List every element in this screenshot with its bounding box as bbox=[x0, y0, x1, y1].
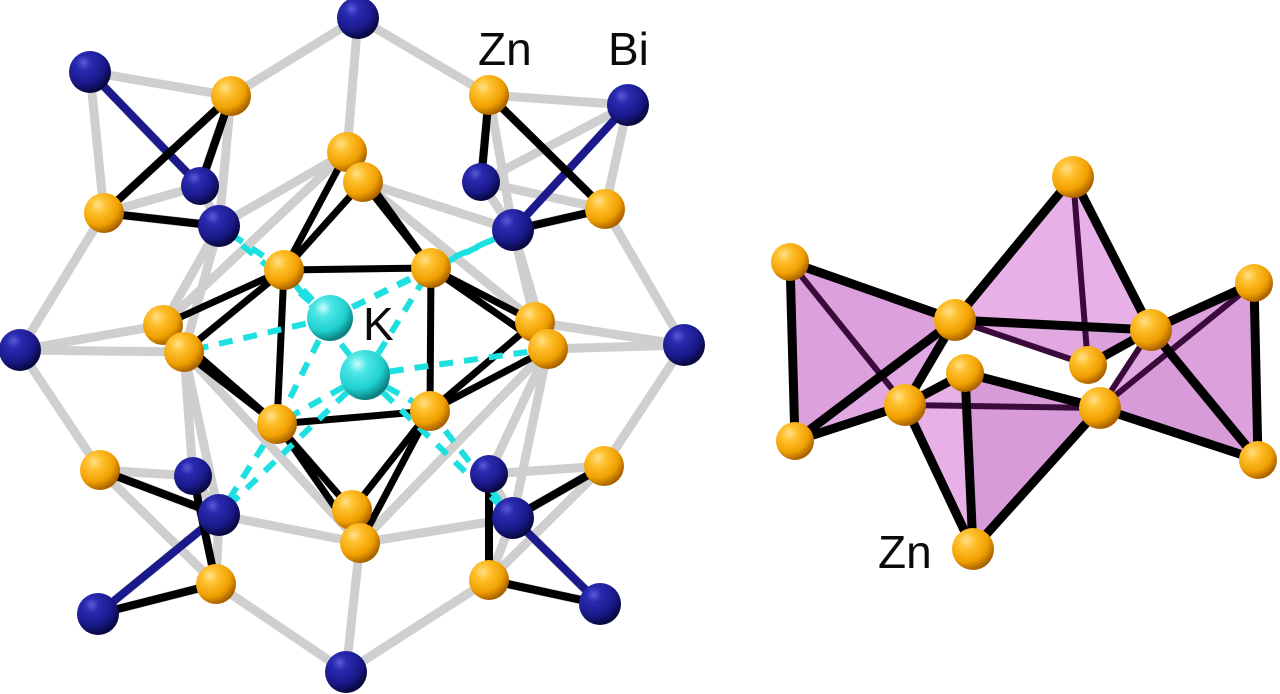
atom-zn bbox=[952, 528, 994, 570]
atom-zn bbox=[143, 305, 183, 345]
atom-zn bbox=[196, 564, 236, 604]
atom-zn bbox=[771, 243, 809, 281]
atom-zn bbox=[1239, 441, 1277, 479]
atom-zn bbox=[327, 132, 367, 172]
atom-zn bbox=[411, 248, 451, 288]
atom-k bbox=[307, 295, 353, 341]
atom-zn bbox=[340, 523, 380, 563]
atom-zn bbox=[343, 162, 383, 202]
atom-zn bbox=[1235, 264, 1273, 302]
atom-bi bbox=[69, 51, 111, 93]
atom-zn bbox=[164, 332, 204, 372]
tetra-back-edge-group bbox=[787, 174, 1257, 444]
atom-bi bbox=[607, 84, 649, 126]
atom-k bbox=[340, 350, 390, 400]
tetrahedra-panel: Zn bbox=[771, 156, 1277, 578]
atom-zn bbox=[1130, 309, 1172, 351]
atom-bi bbox=[337, 0, 379, 39]
atom-bi bbox=[0, 329, 41, 371]
atom-zn bbox=[1069, 346, 1107, 384]
atom-zn bbox=[1079, 387, 1121, 429]
atom-zn bbox=[884, 384, 926, 426]
atom-bi bbox=[198, 205, 240, 247]
zn-atom-group bbox=[80, 75, 625, 604]
atom-zn bbox=[257, 404, 297, 444]
cage-panel: Zn Bi K bbox=[0, 0, 705, 693]
atom-zn bbox=[776, 422, 814, 460]
label-zn-left: Zn bbox=[478, 23, 532, 75]
atom-zn bbox=[934, 299, 976, 341]
label-k-center: K bbox=[363, 298, 394, 350]
atom-zn bbox=[264, 250, 304, 290]
atom-zn bbox=[211, 76, 251, 116]
atom-zn bbox=[584, 446, 624, 486]
atom-bi bbox=[470, 455, 508, 493]
atom-bi bbox=[174, 457, 212, 495]
atom-bi bbox=[492, 209, 534, 251]
atom-zn bbox=[469, 560, 509, 600]
atom-zn bbox=[585, 189, 625, 229]
atom-bi bbox=[325, 651, 367, 693]
bi-atom-group bbox=[0, 0, 705, 693]
atom-zn bbox=[84, 193, 124, 233]
atom-bi bbox=[198, 494, 240, 536]
atom-bi bbox=[492, 497, 534, 539]
atom-zn bbox=[410, 391, 450, 431]
atom-zn bbox=[469, 75, 509, 115]
k-atom-group bbox=[307, 295, 390, 400]
label-bi-left: Bi bbox=[608, 23, 649, 75]
atom-zn bbox=[332, 490, 372, 530]
tetra-zn-atom-group bbox=[771, 156, 1277, 570]
atom-zn bbox=[528, 329, 568, 369]
atom-zn bbox=[1052, 156, 1094, 198]
atom-bi bbox=[462, 163, 500, 201]
atom-bi bbox=[77, 593, 119, 635]
atom-bi bbox=[181, 167, 219, 205]
atom-zn bbox=[946, 354, 984, 392]
atom-bi bbox=[579, 583, 621, 625]
atom-bi bbox=[663, 324, 705, 366]
label-zn-right: Zn bbox=[878, 526, 932, 578]
gray-bond-group bbox=[15, 13, 689, 677]
atom-zn bbox=[80, 450, 120, 490]
